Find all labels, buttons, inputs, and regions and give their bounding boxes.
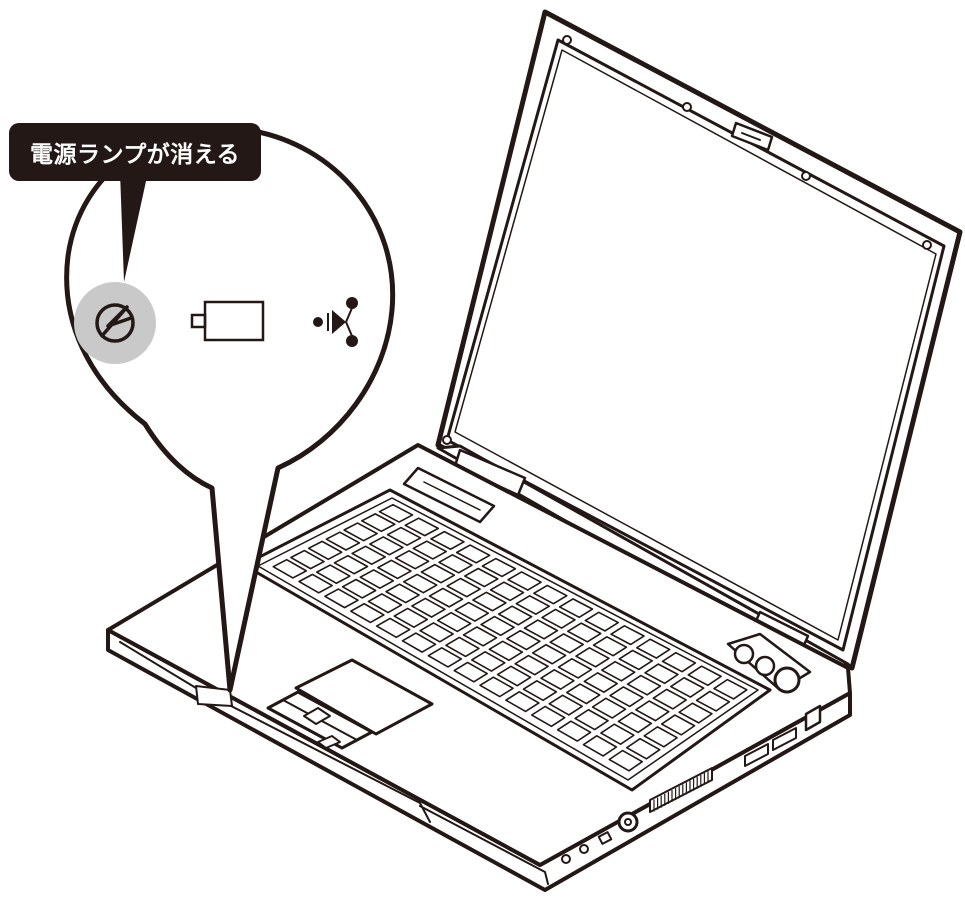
- power-icon: [74, 282, 156, 364]
- callout-label: 電源ランプが消える: [9, 123, 261, 181]
